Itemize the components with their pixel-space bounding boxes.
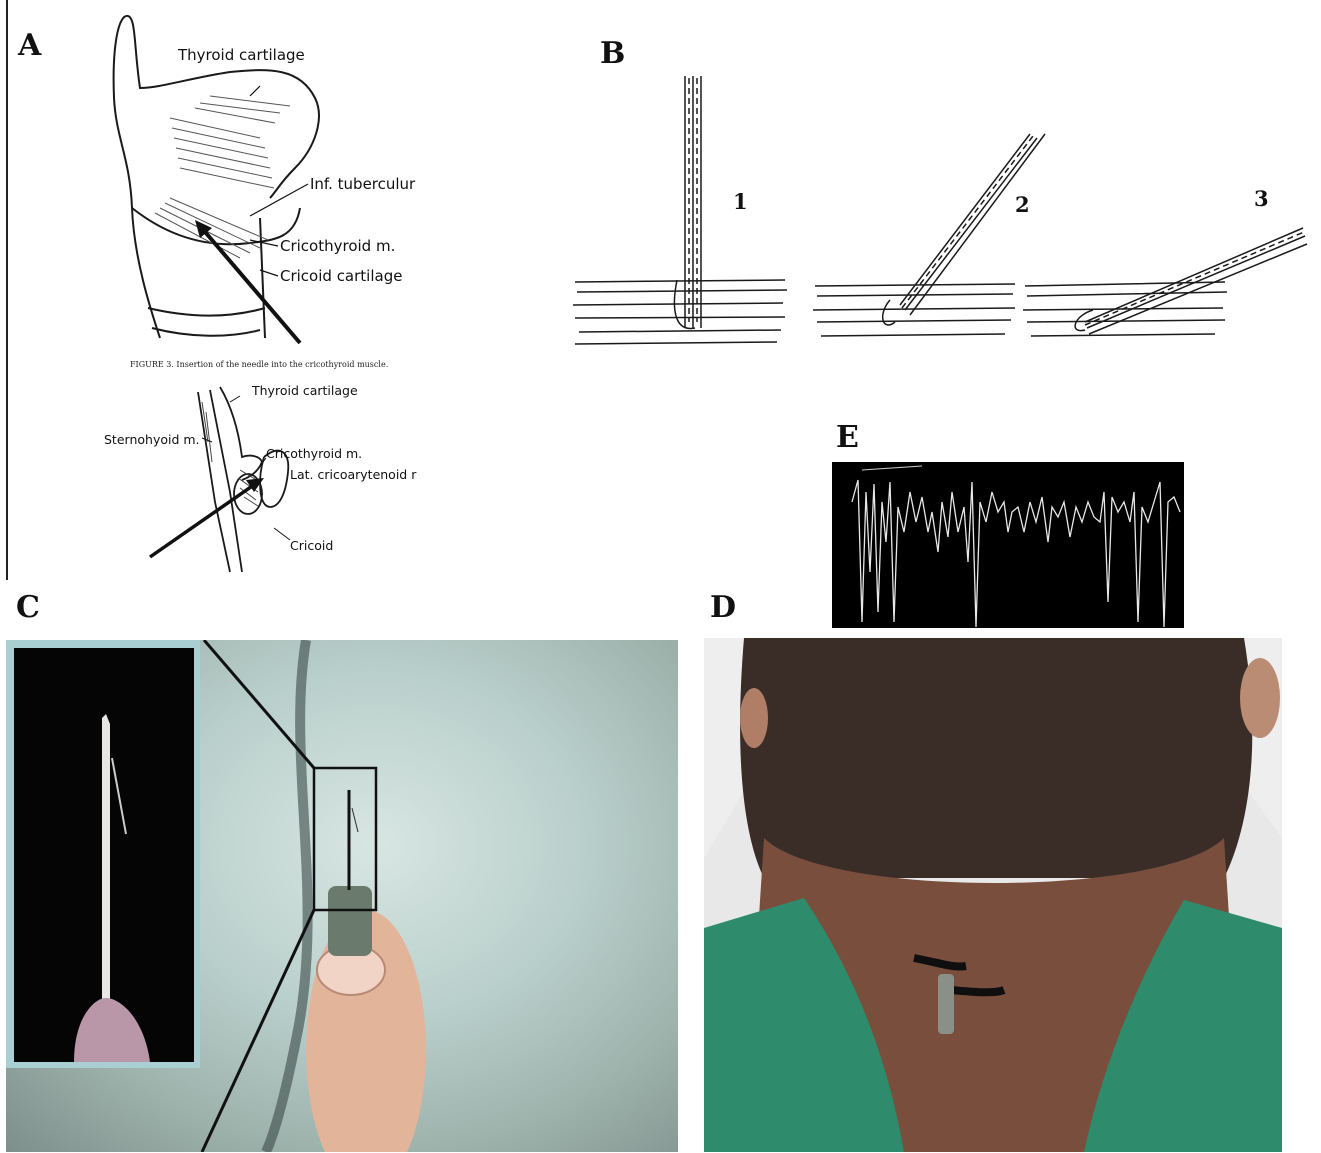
panel-a-caption: FIGURE 3. Insertion of the needle into t… <box>130 360 388 369</box>
label-lower-thyroid: Thyroid cartilage <box>252 383 358 398</box>
panel-c-letter: C <box>16 590 40 625</box>
panel-d-letter: D <box>710 590 736 625</box>
needle-inset <box>6 640 200 1068</box>
label-cricothyroid: Cricothyroid m. <box>280 237 395 255</box>
panel-e-letter: E <box>836 420 859 455</box>
needle-photo <box>6 640 678 1152</box>
patient-neck-art <box>704 638 1282 1152</box>
label-cricoid-cartilage: Cricoid cartilage <box>280 267 402 285</box>
panel-a-divider <box>6 0 8 580</box>
patient-neck-photo <box>704 638 1282 1152</box>
needle-number-1: 1 <box>733 189 748 214</box>
emg-trace <box>832 462 1184 628</box>
needle-inset-photo <box>14 648 194 1062</box>
needle-number-3: 3 <box>1254 186 1269 211</box>
emg-screen <box>832 462 1184 628</box>
label-lower-cricoid: Cricoid <box>290 538 333 553</box>
needle-number-2: 2 <box>1015 192 1030 217</box>
label-thyroid-cartilage: Thyroid cartilage <box>178 46 305 64</box>
needle-angle-diagram <box>565 60 1321 360</box>
label-sternohyoid: Sternohyoid m. <box>104 432 200 447</box>
panel-a-letter: A <box>18 28 41 63</box>
needle-inset-art <box>14 648 194 1062</box>
label-lat-cricoarytenoid: Lat. cricoarytenoid r <box>290 467 416 482</box>
label-inf-tubercle: Inf. tuberculur <box>310 175 415 193</box>
label-lower-cricothyroid: Cricothyroid m. <box>266 446 362 461</box>
